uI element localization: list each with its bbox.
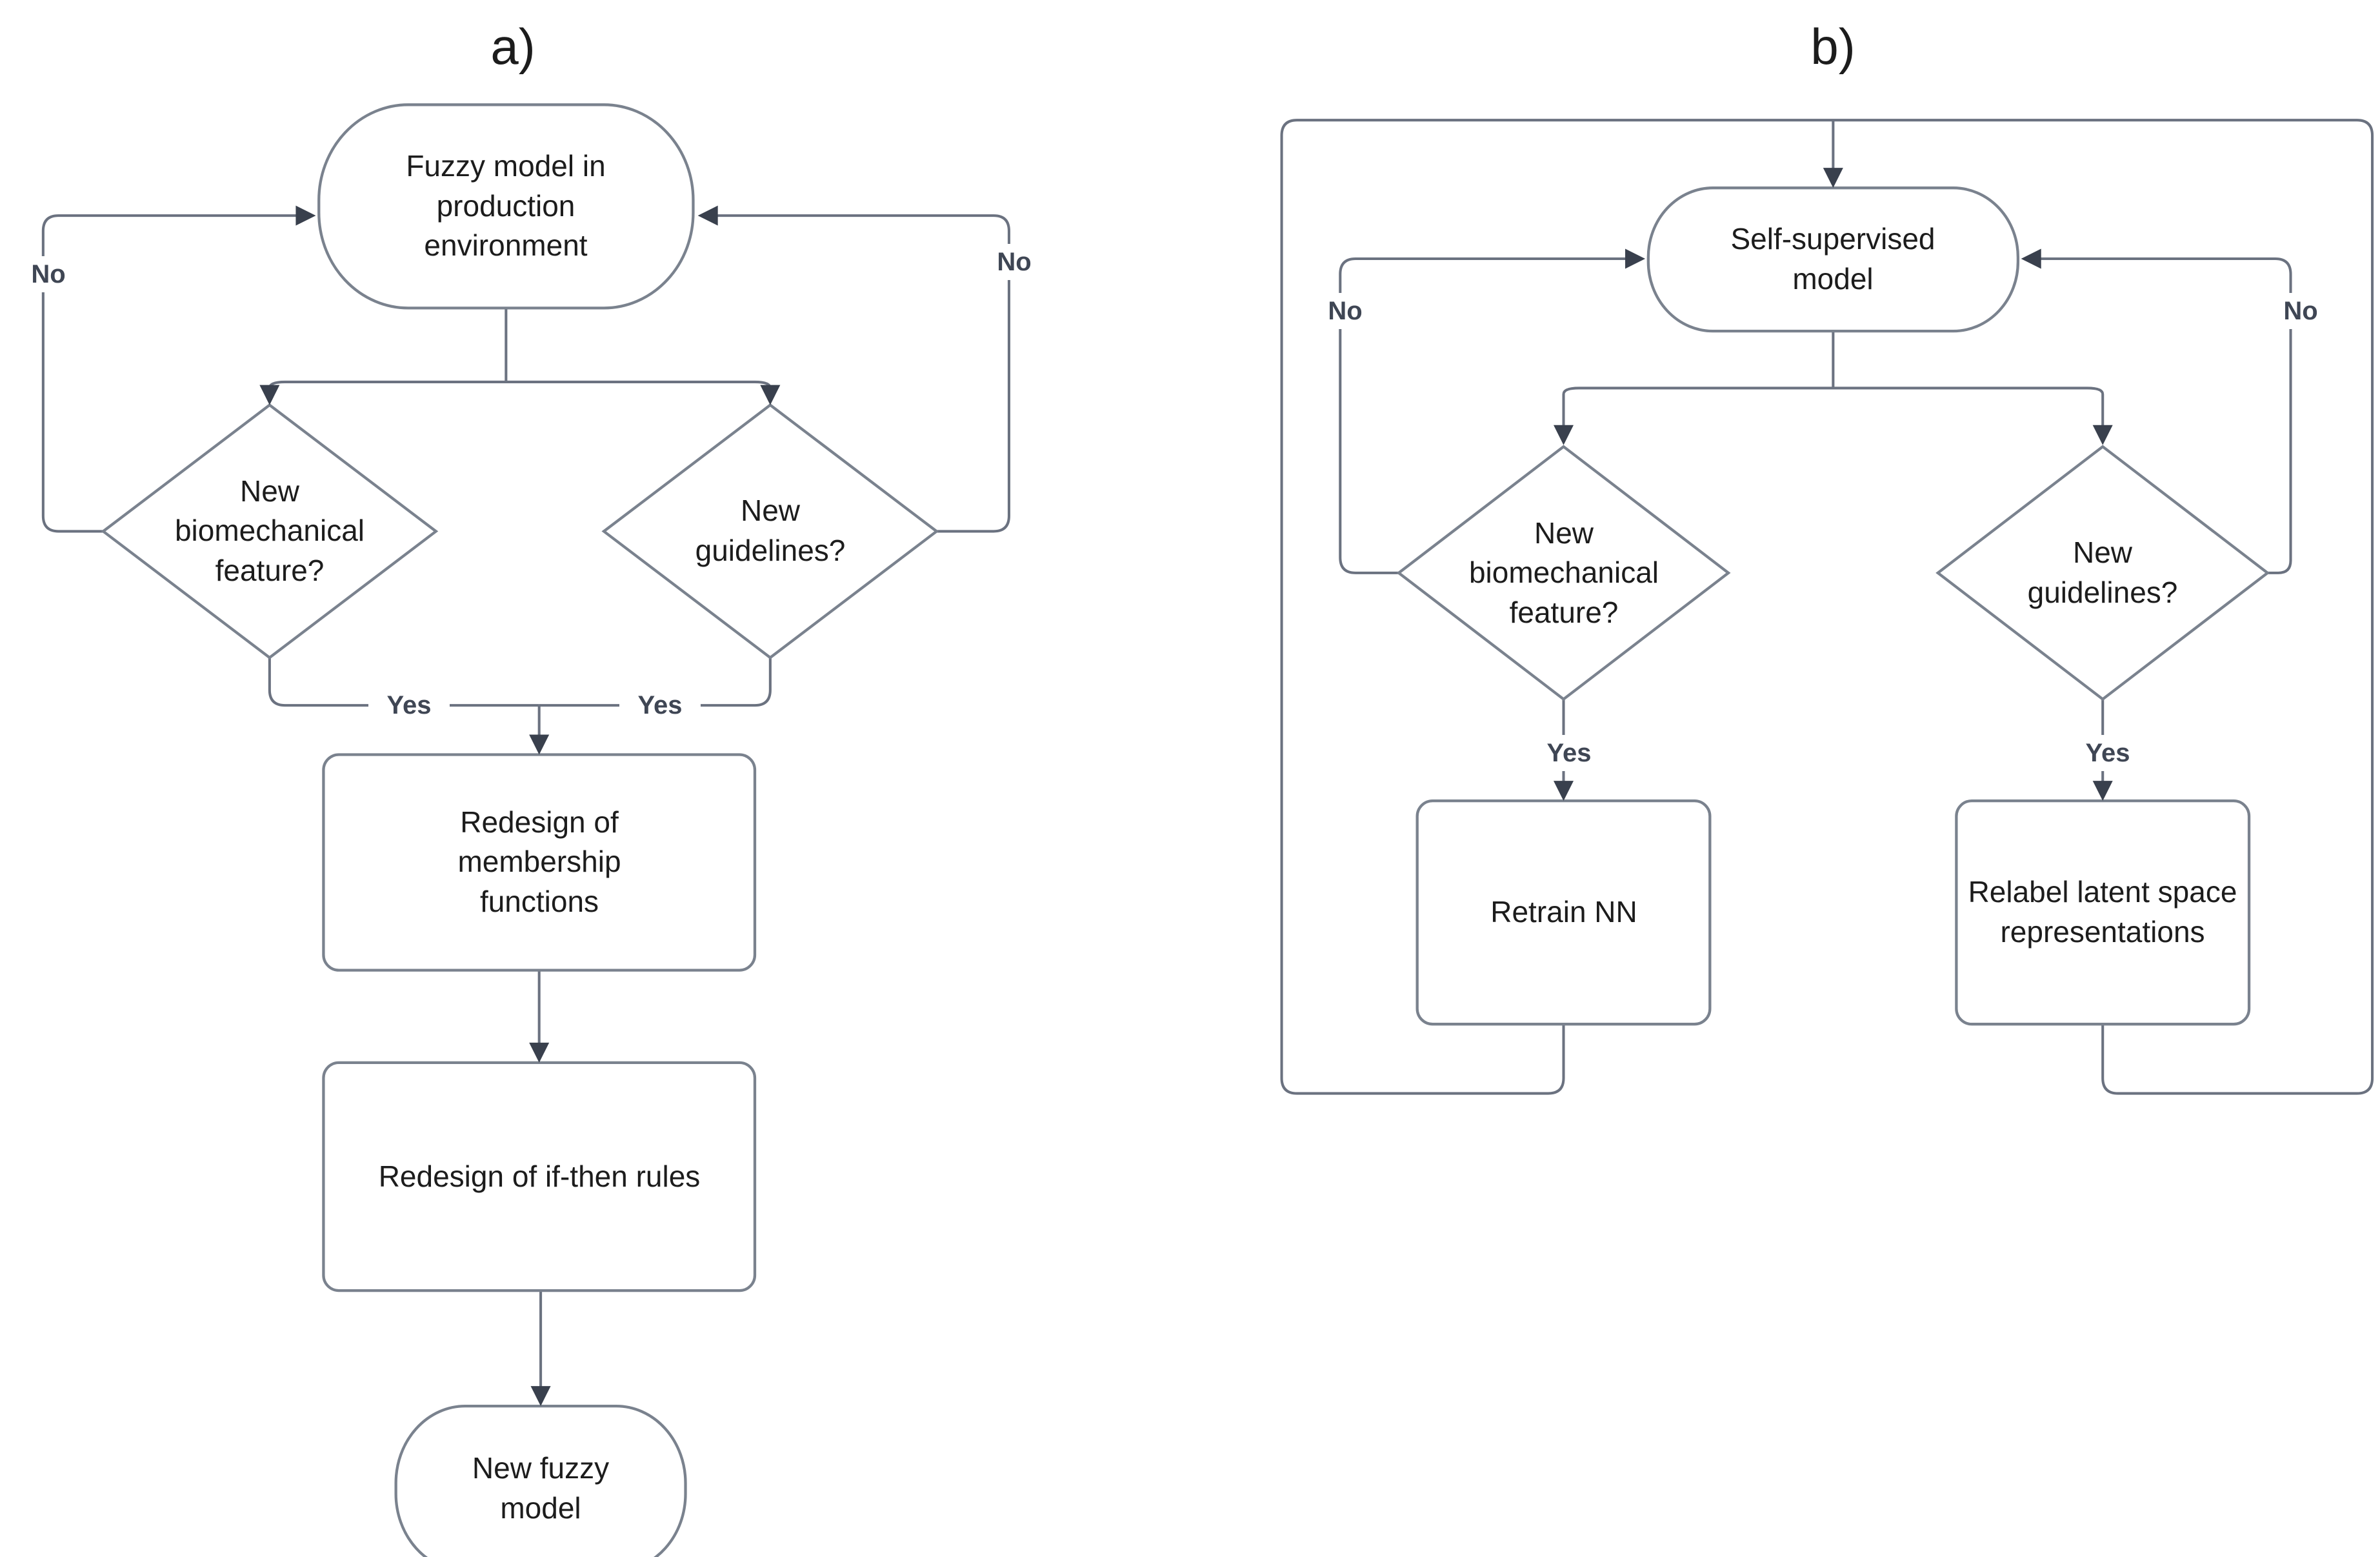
edge-label-a-yes-left: Yes bbox=[368, 687, 450, 723]
edge-b-no-right bbox=[2037, 257, 2292, 574]
arrowhead-icon bbox=[1553, 425, 1574, 445]
edge-label-a-no-right: No bbox=[974, 244, 1055, 280]
edge-b-start-split bbox=[1562, 331, 2105, 427]
node-a-decision-left-label: New biomechanical feature? bbox=[174, 474, 365, 587]
arrowhead-icon bbox=[529, 1042, 550, 1063]
edge-a-yes-right bbox=[539, 658, 772, 707]
edge-b-outer-loop bbox=[1280, 119, 2374, 1095]
node-b-process-right-label: Relabel latent space representations bbox=[1968, 875, 2237, 949]
node-a-start-shape bbox=[317, 103, 695, 310]
node-a-process1-shape bbox=[322, 753, 757, 972]
node-a-end-label: New fuzzy model bbox=[472, 1451, 610, 1525]
node-a-start-label: Fuzzy model in production environment bbox=[406, 149, 606, 263]
arrowhead-icon bbox=[1625, 248, 1646, 269]
edge-label-b-yes-right: Yes bbox=[2067, 735, 2148, 771]
arrowhead-icon bbox=[295, 205, 316, 226]
edge-label-b-no-right: No bbox=[2260, 293, 2341, 329]
edge-b-no-left bbox=[1339, 257, 1628, 574]
edge-label-a-no-left: No bbox=[8, 256, 89, 292]
edge-a-no-left bbox=[41, 214, 299, 533]
arrowhead-icon bbox=[1823, 168, 1843, 188]
node-b-process-left-label: Retrain NN bbox=[1490, 895, 1637, 929]
edge-a-no-right bbox=[714, 214, 1010, 533]
arrowhead-icon bbox=[697, 205, 718, 226]
arrowhead-icon bbox=[760, 385, 781, 405]
edge-a-yes-left bbox=[268, 658, 539, 707]
panel-b-title: b) bbox=[1810, 17, 1855, 75]
arrowhead-icon bbox=[1553, 781, 1574, 801]
node-a-decision-left-shape bbox=[101, 403, 439, 659]
edge-label-a-yes-right: Yes bbox=[619, 687, 701, 723]
panel-a-title: a) bbox=[490, 17, 535, 75]
arrowhead-icon bbox=[530, 1386, 551, 1407]
node-a-decision-right-shape bbox=[601, 403, 939, 659]
node-b-decision-right-label: New guidelines? bbox=[2027, 536, 2178, 609]
node-b-start-label: Self-supervised model bbox=[1730, 222, 1935, 296]
node-b-decision-right-shape bbox=[1935, 445, 2270, 701]
arrowhead-icon bbox=[259, 385, 280, 405]
edge-label-b-no-left: No bbox=[1305, 293, 1386, 329]
node-b-decision-left-shape bbox=[1396, 445, 1731, 701]
node-a-process1-label: Redesign of membership functions bbox=[457, 805, 621, 918]
node-a-decision-right-label: New guidelines? bbox=[695, 494, 846, 567]
node-a-process2-label: Redesign of if-then rules bbox=[378, 1159, 701, 1193]
edge-a-start-split bbox=[268, 308, 772, 396]
node-b-decision-left-label: New biomechanical feature? bbox=[1468, 516, 1659, 629]
arrowhead-icon bbox=[2092, 425, 2113, 445]
arrowhead-icon bbox=[2092, 781, 2113, 801]
arrowhead-icon bbox=[529, 734, 550, 755]
arrowhead-icon bbox=[2021, 248, 2041, 269]
edge-label-b-yes-left: Yes bbox=[1528, 735, 1610, 771]
